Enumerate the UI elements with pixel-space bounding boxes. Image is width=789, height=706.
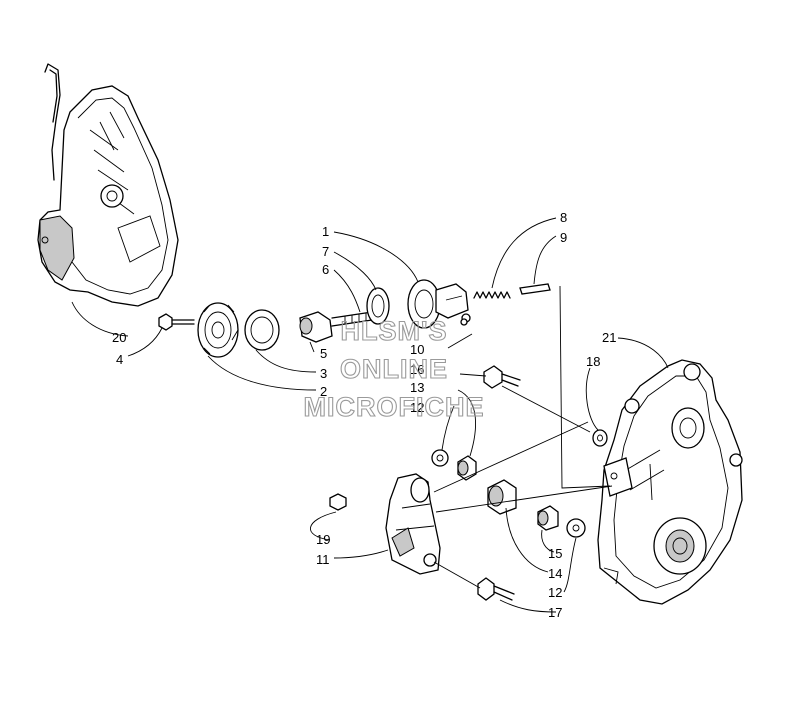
watermark-line-3: MICROFICHE	[304, 392, 485, 422]
callout-13: 13	[410, 380, 424, 395]
watermark-line-1: HLSM'S	[341, 316, 448, 346]
callout-1: 1	[322, 224, 329, 239]
callout-6: 6	[322, 262, 329, 277]
part-21-chaincase-inner	[597, 359, 743, 605]
callout-10: 10	[410, 342, 424, 357]
part-10-screw	[460, 318, 468, 326]
watermark-line-2: ONLINE	[340, 354, 448, 384]
part-20-chaincase-cover	[37, 63, 179, 307]
callout-18: 18	[586, 354, 600, 369]
callout-21: 21	[602, 330, 616, 345]
callout-9: 9	[560, 230, 567, 245]
callout-3: 3	[320, 366, 327, 381]
callout-20: 20	[112, 330, 126, 345]
callout-8: 8	[560, 210, 567, 225]
part-12-washer-lower	[566, 518, 586, 538]
callout-14: 14	[548, 566, 562, 581]
part-4-bolt	[158, 313, 195, 331]
part-5-bushing	[299, 311, 333, 343]
part-8-spring	[473, 291, 511, 299]
part-6-shaft	[331, 311, 373, 327]
callout-12-upper: 12	[410, 400, 424, 415]
part-9-pin	[519, 283, 551, 295]
part-19-nut	[329, 493, 347, 511]
callout-labels: 1 7 6 8 9 20 4 5 3 2 10 16 13 12 21 18 1…	[112, 210, 616, 620]
part-7-ring	[366, 287, 390, 325]
callout-15: 15	[548, 546, 562, 561]
callout-19: 19	[316, 532, 330, 547]
watermark: HLSM'S ONLINE MICROFICHE	[303, 315, 485, 422]
callout-5: 5	[320, 346, 327, 361]
part-11-tensioner-arm	[385, 473, 441, 575]
part-2-sprocket	[197, 302, 239, 358]
part-15-bushing	[537, 505, 559, 531]
callout-2: 2	[320, 384, 327, 399]
part-17-bolt	[477, 577, 515, 601]
callout-17: 17	[548, 605, 562, 620]
part-14-bushing	[487, 479, 517, 515]
part-16-bolt	[483, 365, 521, 389]
part-18-washer	[592, 429, 608, 447]
part-1-tensioner-housing	[407, 279, 471, 329]
leader-lines	[71, 217, 669, 613]
part-12-washer-upper	[431, 449, 449, 467]
callout-7: 7	[322, 244, 329, 259]
part-3-ring	[244, 309, 280, 351]
callout-11: 11	[316, 552, 330, 567]
callout-12-lower: 12	[548, 585, 562, 600]
part-13-bushing	[457, 455, 477, 481]
callout-16: 16	[410, 362, 424, 377]
callout-4: 4	[116, 352, 123, 367]
